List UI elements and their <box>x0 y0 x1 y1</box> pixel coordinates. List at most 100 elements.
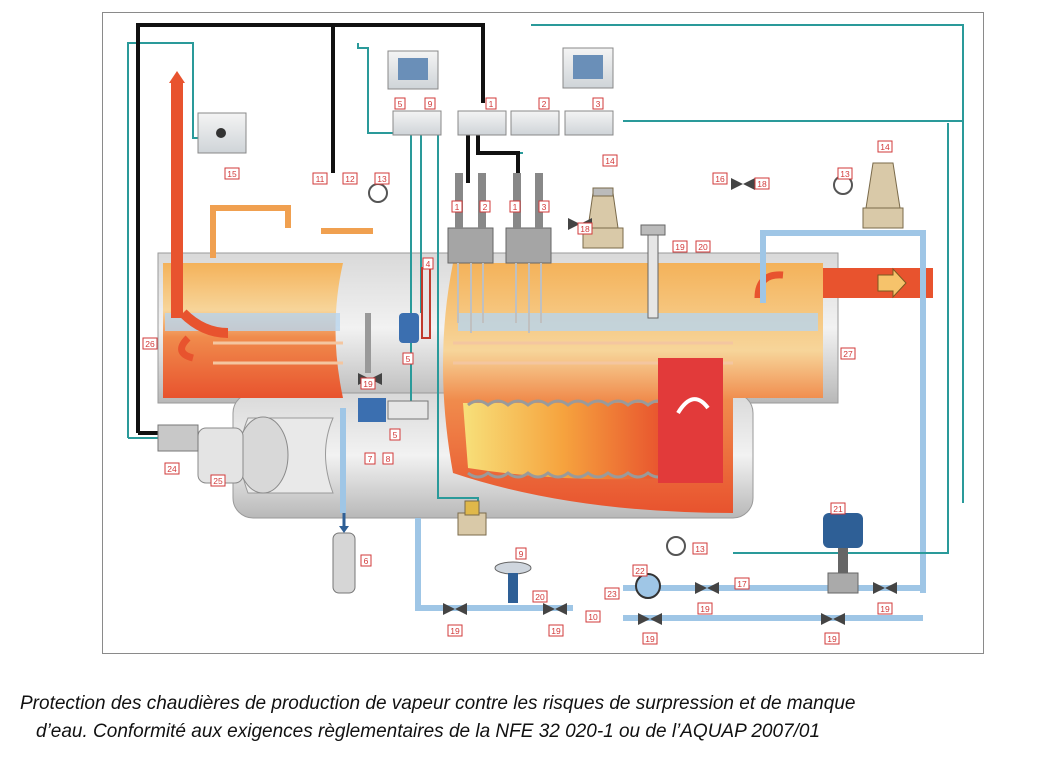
number-tag-text: 15 <box>227 169 237 179</box>
number-tag-7: 7 <box>364 452 376 465</box>
controller-1 <box>457 110 507 136</box>
number-tag-5: 5 <box>389 428 401 441</box>
furnace-flame <box>463 403 663 480</box>
number-tag-text: 5 <box>393 430 398 440</box>
number-tag-11: 11 <box>312 172 328 185</box>
number-tag-15: 15 <box>224 167 240 180</box>
number-tag-text: 2 <box>542 99 547 109</box>
number-tag-text: 8 <box>386 454 391 464</box>
number-tag-17: 17 <box>734 577 750 590</box>
number-tag-19: 19 <box>642 632 658 645</box>
number-tag-text: 19 <box>700 604 710 614</box>
steam-boiler-diagram: 1235912131112131418151618192013144519578… <box>127 23 964 645</box>
number-tag-1: 1 <box>509 200 521 213</box>
number-tag-text: 1 <box>455 202 460 212</box>
controller-2 <box>510 110 560 136</box>
control-units <box>157 47 614 452</box>
number-tag-text: 9 <box>428 99 433 109</box>
junction-box-24 <box>157 424 199 452</box>
number-tag-10: 10 <box>585 610 601 623</box>
orange-piping <box>210 205 373 258</box>
number-tag-text: 1 <box>489 99 494 109</box>
number-tag-text: 27 <box>843 349 853 359</box>
number-tag-13: 13 <box>837 167 853 180</box>
feed-pump-22 <box>635 573 661 599</box>
number-tag-text: 4 <box>426 259 431 269</box>
blowdown-valve-7-8 <box>358 313 429 422</box>
number-tag-19: 19 <box>697 602 713 615</box>
number-tag-text: 24 <box>167 464 177 474</box>
number-tag-text: 11 <box>316 174 325 184</box>
number-tag-text: 7 <box>368 454 373 464</box>
number-tag-text: 3 <box>596 99 601 109</box>
number-tag-text: 14 <box>605 156 615 166</box>
controller-3 <box>564 110 614 136</box>
number-tag-text: 26 <box>145 339 155 349</box>
number-tag-26: 26 <box>142 337 158 350</box>
number-tag-text: 19 <box>675 242 685 252</box>
number-tag-text: 2 <box>483 202 488 212</box>
number-tag-21: 21 <box>830 502 846 515</box>
number-tag-20: 20 <box>695 240 711 253</box>
number-tag-20: 20 <box>532 590 548 603</box>
number-tag-text: 3 <box>542 202 547 212</box>
number-tag-text: 18 <box>580 224 590 234</box>
number-tag-16: 16 <box>712 172 728 185</box>
regulating-valve-20 <box>494 561 532 603</box>
number-tag-text: 10 <box>588 612 598 622</box>
number-tag-3: 3 <box>592 97 604 110</box>
number-tag-27: 27 <box>840 347 856 360</box>
number-tag-text: 19 <box>645 634 655 644</box>
figure-caption: Protection des chaudières de production … <box>20 690 1040 746</box>
number-tag-5: 5 <box>402 352 414 365</box>
boiler-shell <box>157 252 839 519</box>
number-tag-text: 23 <box>607 589 617 599</box>
number-tag-text: 19 <box>551 626 561 636</box>
number-tag-9: 9 <box>424 97 436 110</box>
controller-5-9 <box>392 110 442 136</box>
solenoid-valve-9 <box>457 500 487 536</box>
number-tag-19: 19 <box>360 377 376 390</box>
number-tag-23: 23 <box>604 587 620 600</box>
reversal-chamber <box>658 358 723 483</box>
number-tag-text: 18 <box>757 179 767 189</box>
caption-line-2: d’eau. Conformité aux exigences règlemen… <box>36 721 821 742</box>
number-tag-3: 3 <box>538 200 550 213</box>
number-tag-18: 18 <box>754 177 770 190</box>
number-tag-1: 1 <box>485 97 497 110</box>
safety-valves <box>582 162 904 249</box>
steam-outlet-arrow <box>877 267 907 299</box>
level-gauge-4 <box>399 267 431 343</box>
number-tag-text: 19 <box>880 604 890 614</box>
number-tag-text: 1 <box>513 202 518 212</box>
number-tag-text: 19 <box>363 379 373 389</box>
number-tag-text: 5 <box>406 354 411 364</box>
number-tag-text: 14 <box>880 142 890 152</box>
number-tag-1: 1 <box>451 200 463 213</box>
number-tag-24: 24 <box>164 462 180 475</box>
power-wiring <box>136 23 520 435</box>
number-tag-text: 19 <box>827 634 837 644</box>
number-tag-text: 13 <box>695 544 705 554</box>
number-tag-text: 9 <box>519 549 524 559</box>
number-tag-text: 16 <box>715 174 725 184</box>
number-tag-19: 19 <box>824 632 840 645</box>
number-tag-text: 13 <box>840 169 850 179</box>
number-tag-12: 12 <box>342 172 358 185</box>
number-tag-text: 5 <box>398 99 403 109</box>
number-tag-text: 19 <box>450 626 460 636</box>
steam-lines <box>169 71 933 362</box>
number-tag-9: 9 <box>515 547 527 560</box>
number-tag-25: 25 <box>210 474 226 487</box>
number-tag-text: 20 <box>698 242 708 252</box>
blowdown-vessel-6 <box>332 513 356 594</box>
number-tag-text: 21 <box>833 504 843 514</box>
number-tag-text: 13 <box>377 174 387 184</box>
number-tag-8: 8 <box>382 452 394 465</box>
number-tag-text: 12 <box>345 174 355 184</box>
number-tag-19: 19 <box>672 240 688 253</box>
number-tag-22: 22 <box>632 564 648 577</box>
number-tag-14: 14 <box>877 140 893 153</box>
